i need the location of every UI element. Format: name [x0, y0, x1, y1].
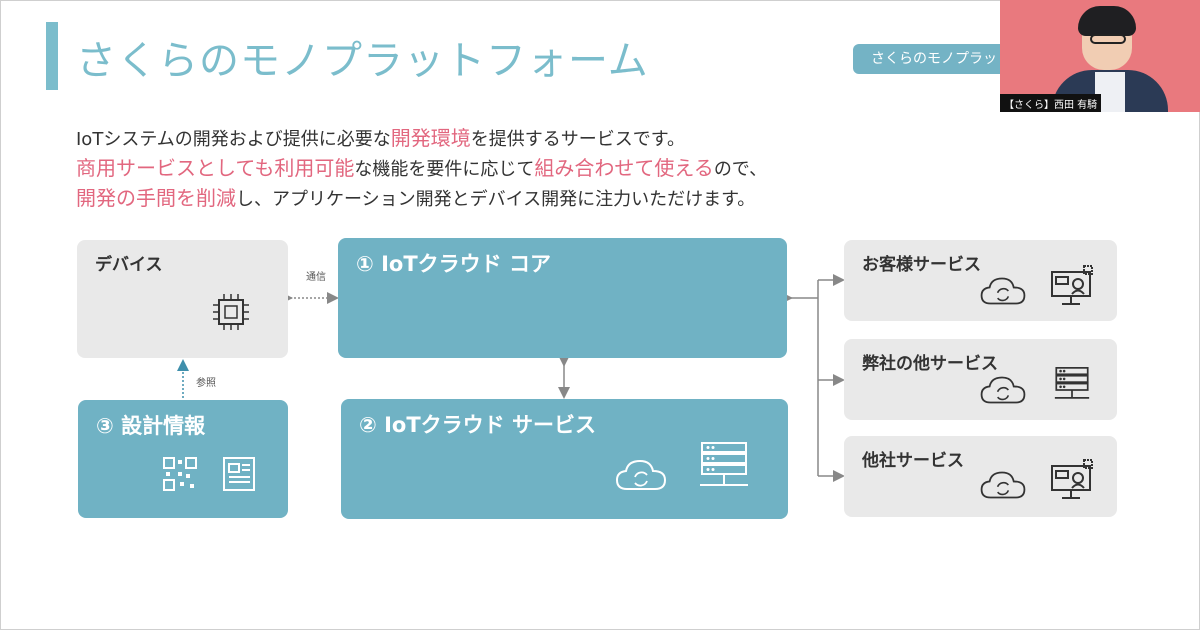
cloud-sync-icon [980, 277, 1026, 305]
title-accent-bar [46, 22, 58, 90]
highlight-text: 開発環境 [390, 126, 471, 150]
intro-text-span: IoTシステムの開発および提供に必要な [76, 129, 391, 150]
presenter-glasses [1090, 34, 1126, 44]
ref-label: 参照 [196, 378, 216, 389]
iot-cloud-core-box: ① IoTクラウド コア [338, 238, 787, 358]
customer-service-box: お客様サービス [844, 240, 1117, 321]
highlight-text: 開発の手間を削減 [76, 186, 236, 210]
sakura-other-service-box: 弊社の他サービス [844, 339, 1117, 420]
section-tag: さくらのモノプラッ [853, 44, 1013, 74]
cloud-sync-icon [615, 459, 667, 490]
iot-cloud-service-label: ② IoTクラウド サービス [359, 413, 596, 437]
design-info-label: ③ 設計情報 [96, 414, 206, 438]
server-icon [700, 442, 748, 486]
chip-icon [213, 294, 249, 330]
intro-text: IoTシステムの開発および提供に必要な開発環境を提供するサービスです。 商用サー… [76, 124, 767, 214]
intro-text-span: な機能を要件に応じて [354, 159, 535, 180]
intro-text-span: を提供するサービスです。 [470, 129, 685, 150]
other-company-service-label: 他社サービス [862, 451, 964, 471]
intro-line-1: IoTシステムの開発および提供に必要な開発環境を提供するサービスです。 [76, 124, 767, 154]
presenter-video: 【さくら】西田 有騎 [1000, 0, 1200, 112]
monitor-user-icon [1051, 265, 1093, 305]
other-company-service-box: 他社サービス [844, 436, 1117, 517]
iot-cloud-core-label: ① IoTクラウド コア [356, 252, 551, 276]
document-icon [223, 457, 255, 491]
device-box: デバイス [77, 240, 288, 358]
highlight-text: 組み合わせて使える [534, 156, 714, 180]
cloud-sync-icon [980, 376, 1026, 404]
iot-cloud-service-box: ② IoTクラウド サービス [341, 399, 788, 519]
design-info-box: ③ 設計情報 [78, 400, 288, 518]
presenter-hair [1078, 6, 1136, 36]
qr-code-icon [163, 457, 197, 491]
highlight-text: 商用サービスとしても利用可能 [76, 156, 355, 180]
sakura-other-service-label: 弊社の他サービス [862, 354, 998, 374]
customer-service-label: お客様サービス [862, 255, 981, 275]
comm-label: 通信 [306, 272, 326, 283]
device-label: デバイス [95, 255, 163, 275]
intro-text-span: ので、 [713, 159, 768, 180]
intro-line-3: 開発の手間を削減し、アプリケーション開発とデバイス開発に注力いただけます。 [76, 184, 767, 214]
intro-line-2: 商用サービスとしても利用可能な機能を要件に応じて組み合わせて使えるので、 [76, 154, 767, 184]
slide-title: さくらのモノプラットフォーム [76, 38, 649, 84]
cloud-sync-icon [980, 471, 1026, 499]
monitor-user-icon [1051, 459, 1093, 499]
server-icon [1054, 367, 1090, 399]
presenter-nameplate: 【さくら】西田 有騎 [1000, 94, 1102, 112]
intro-text-span: し、アプリケーション開発とデバイス開発に注力いただけます。 [236, 189, 756, 210]
